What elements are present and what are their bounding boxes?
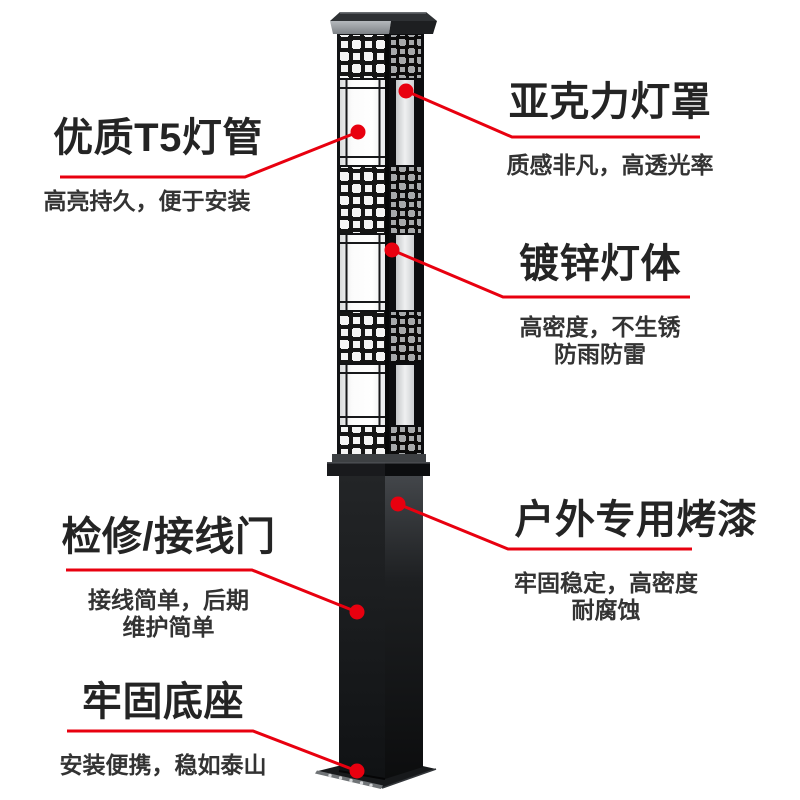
callout-acrylic-shade: 亚克力灯罩 质感非凡，高透光率 — [503, 80, 717, 179]
lamp-cap — [330, 12, 437, 34]
callout-subtitle-line: 防雨防雷 — [554, 341, 646, 367]
callout-subtitle: 高密度，不生锈 防雨防雷 — [506, 314, 694, 368]
callout-subtitle: 安装便携，稳如泰山 — [57, 752, 269, 779]
callout-subtitle-line: 高亮持久，便于安装 — [43, 188, 251, 214]
callout-leader-lines — [60, 89, 700, 773]
callout-solid-base: 牢固底座 安装便携，稳如泰山 — [57, 680, 269, 779]
callout-subtitle: 质感非凡，高透光率 — [503, 152, 717, 179]
callout-galvanized-body: 镀锌灯体 高密度，不生锈 防雨防雷 — [506, 242, 694, 368]
lamp-pole — [338, 476, 423, 780]
callout-title: 亚克力灯罩 — [508, 80, 712, 124]
callout-line-acrylic-shade — [405, 89, 700, 139]
callout-subtitle: 高亮持久，便于安装 — [41, 188, 253, 215]
callout-outdoor-paint: 户外专用烤漆 牢固稳定，高密度 耐腐蚀 — [510, 498, 762, 624]
callout-subtitle-line: 耐腐蚀 — [571, 597, 641, 623]
callout-t5-tube: 优质T5灯管 高亮持久，便于安装 — [44, 116, 264, 215]
callout-title: 优质T5灯管 — [53, 116, 263, 160]
callout-dot-access-door — [349, 604, 365, 620]
callout-dot-solid-base — [349, 763, 365, 779]
callout-dot-acrylic-shade — [398, 83, 414, 99]
callout-line-solid-base — [67, 729, 358, 773]
callout-title: 检修/接线门 — [61, 515, 276, 559]
callout-line-galvanized-body — [391, 248, 690, 299]
callout-title: 镀锌灯体 — [519, 242, 681, 286]
callout-line-t5-tube — [60, 130, 359, 179]
callout-dot-t5-tube — [350, 124, 366, 140]
lamp-base-front-edge — [315, 768, 437, 789]
callout-dots — [349, 83, 414, 779]
callout-line-access-door — [66, 568, 358, 614]
callout-subtitle-line: 质感非凡，高透光率 — [506, 152, 714, 178]
callout-title: 牢固底座 — [82, 680, 244, 724]
callout-dot-outdoor-paint — [390, 496, 406, 512]
callout-subtitle: 接线简单，后期 维护简单 — [55, 587, 282, 641]
lamp-head-lattice-side — [391, 35, 421, 455]
callout-subtitle: 牢固稳定，高密度 耐腐蚀 — [480, 570, 732, 624]
callout-access-door: 检修/接线门 接线简单，后期 维护简单 — [55, 515, 282, 641]
callout-subtitle-line: 维护简单 — [122, 614, 215, 640]
callout-subtitle-line: 高密度，不生锈 — [519, 314, 681, 340]
lamp-head — [337, 33, 424, 458]
lamp-head-acrylic-panels-front — [340, 80, 386, 425]
callout-subtitle-line: 安装便携，稳如泰山 — [59, 752, 267, 778]
lamp-collar — [327, 454, 430, 476]
callout-dot-galvanized-body — [384, 242, 400, 258]
lamp-head-lattice-front — [340, 35, 386, 455]
callout-subtitle-line: 接线简单，后期 — [88, 587, 249, 613]
callout-title: 户外专用烤漆 — [514, 498, 758, 542]
callout-line-outdoor-paint — [397, 502, 692, 551]
callout-subtitle-line: 牢固稳定，高密度 — [514, 570, 698, 596]
